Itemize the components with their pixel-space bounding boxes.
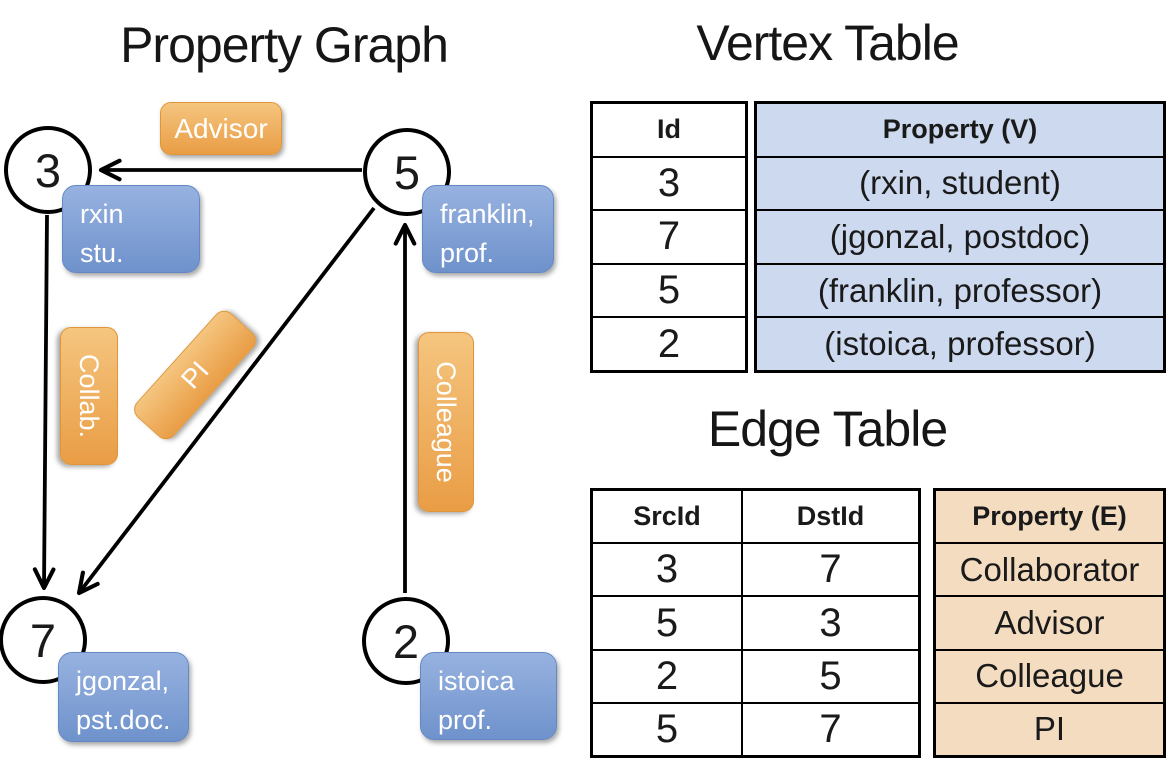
- edge-label-colleague: Colleague: [418, 332, 474, 512]
- node-id-7: 7: [29, 613, 57, 667]
- vertex-table-cell: 5: [657, 268, 681, 313]
- vertex-property-box-2: istoica prof.: [420, 652, 557, 740]
- node-id-2: 2: [392, 614, 420, 668]
- edge-table-cell: 3: [593, 544, 743, 596]
- edge-table-title: Edge Table: [707, 401, 948, 457]
- property-graph-title: Property Graph: [120, 17, 449, 73]
- edge-table-cell: 3: [819, 600, 842, 645]
- edge-table-cell: 7: [819, 706, 842, 751]
- vertex-property-box-7: jgonzal, pst.doc.: [58, 652, 189, 742]
- edge-table-property-column: Property (E) Collaborator Advisor Collea…: [933, 488, 1166, 758]
- vertex-table-property-column: Property (V) (rxin, student) (jgonzal, p…: [754, 101, 1166, 373]
- edge-table-cell: PI: [1033, 710, 1066, 748]
- edge-table-cell: 7: [819, 547, 842, 592]
- vertex-table-cell: (rxin, student): [859, 164, 1061, 202]
- vertex-property-line: prof.: [440, 238, 495, 268]
- vertex-table-cell: (istoica, professor): [824, 325, 1096, 363]
- vertex-property-line: rxin: [80, 199, 124, 229]
- edge-table-cell: Advisor: [994, 604, 1105, 641]
- edge-arrow-collab-3-to-7: [32, 214, 56, 591]
- vertex-table-cell: 3: [657, 160, 681, 205]
- vertex-table-cell: (franklin, professor): [817, 271, 1103, 309]
- vertex-property-box-5: franklin, prof.: [422, 185, 554, 273]
- vertex-table-header-id: Id: [657, 114, 681, 145]
- vertex-property-line: pst.doc.: [76, 705, 171, 735]
- edge-table-cell: 5: [819, 653, 842, 698]
- graph-edges-canvas: [32, 158, 417, 596]
- vertex-property-line: jgonzal,: [76, 666, 170, 696]
- vertex-property-box-3: rxin stu.: [62, 185, 200, 273]
- edge-arrow-pi-5-to-7: [76, 206, 376, 596]
- vertex-property-line: stu.: [80, 238, 124, 268]
- vertex-property-line: prof.: [438, 705, 493, 735]
- edge-table-cell: Collaborator: [959, 550, 1140, 588]
- vertex-table-header-property: Property (V): [882, 114, 1038, 145]
- edge-label-collab: Collab.: [60, 327, 118, 465]
- edge-table-header-property: Property (E): [972, 501, 1127, 532]
- vertex-table-id-column: Id 3 7 5 2: [590, 101, 748, 373]
- edge-label-advisor: Advisor: [160, 102, 282, 155]
- node-circle-2: 2: [362, 597, 450, 685]
- vertex-table-title: Vertex Table: [696, 15, 959, 71]
- edge-table-cell: 5: [593, 703, 743, 756]
- vertex-table-cell: 7: [657, 214, 681, 259]
- vertex-table-cell: 2: [657, 321, 681, 366]
- vertex-property-line: franklin,: [440, 199, 535, 229]
- edge-table-cell: 2: [593, 650, 743, 702]
- node-circle-5: 5: [363, 128, 451, 216]
- node-id-5: 5: [393, 145, 421, 199]
- edge-table-cell: 5: [593, 597, 743, 649]
- edge-table-id-columns: SrcId DstId 3 7 5 3 2 5 5 7: [590, 488, 921, 758]
- edge-table-cell: Colleague: [975, 657, 1124, 695]
- vertex-property-line: istoica: [438, 666, 515, 696]
- edge-table-header-srcid: SrcId: [593, 491, 743, 543]
- node-id-3: 3: [34, 143, 62, 197]
- edge-table-header-dstid: DstId: [796, 501, 865, 532]
- vertex-table-cell: (jgonzal, postdoc): [829, 217, 1091, 255]
